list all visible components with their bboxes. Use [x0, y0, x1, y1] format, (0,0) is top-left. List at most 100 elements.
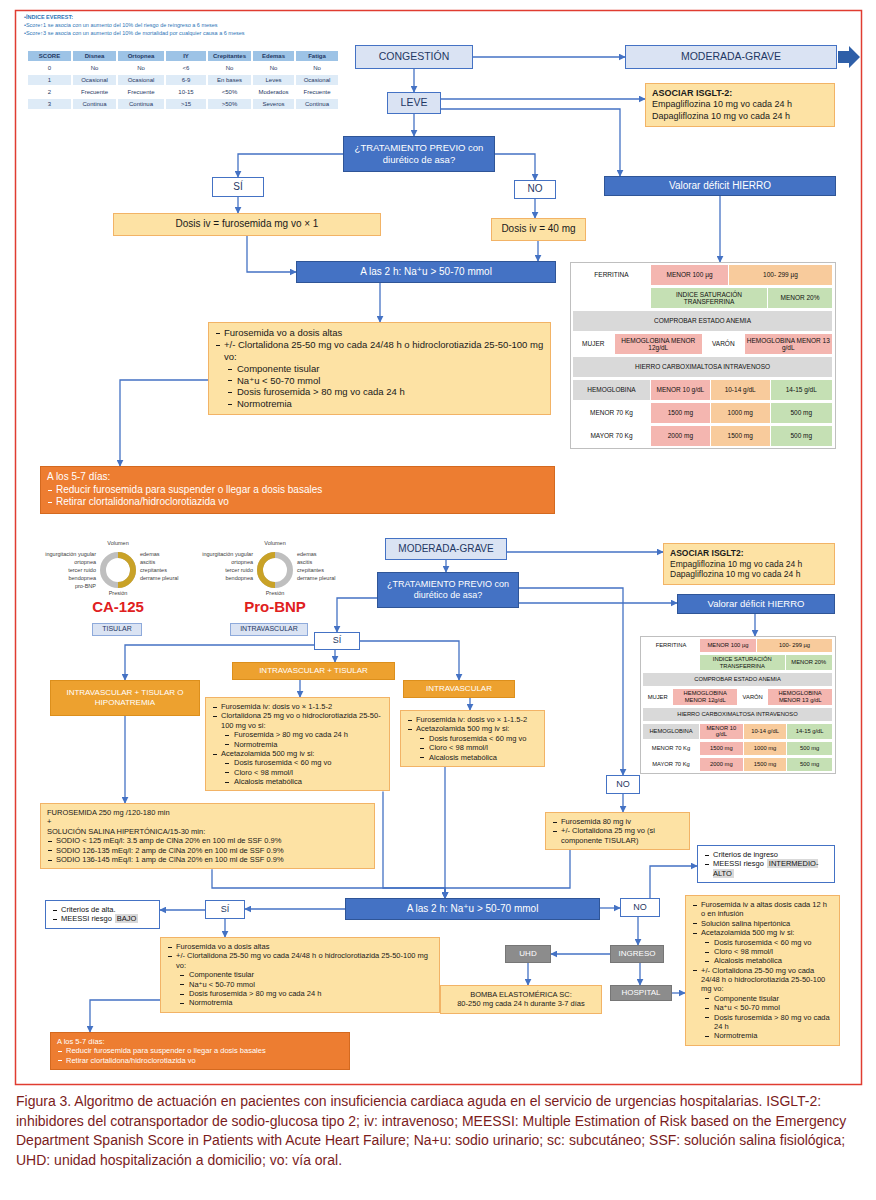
illustration-label: ascitis — [297, 559, 312, 566]
process-box: Criterios de ingresoMEESSI riesgoINTERME… — [697, 845, 835, 883]
table-cell: No — [117, 62, 165, 74]
process-box: INGRESO — [610, 945, 664, 963]
process-box: A los 5-7 días:Reducir furosemida para s… — [40, 466, 555, 514]
table-cell: 10-14 g/dL — [744, 724, 788, 739]
text-line: +/- Clortalidona 25-50 mg vo cada 24/48 … — [692, 966, 833, 994]
illustration-label: derrame pleural — [297, 575, 336, 582]
table-row: MAYOR 70 Kg2000 mg1500 mg500 mg — [643, 758, 833, 771]
node-text: CONGESTIÓN — [379, 50, 450, 62]
table-cell: En bases — [207, 74, 252, 86]
text-line: Furosemida 80 mg iv — [552, 817, 683, 826]
process-box: ASOCIAR ISGLT-2:Empagliflozina 10 mg vo … — [645, 83, 835, 127]
decision-box: Valorar déficit HIERRO — [677, 594, 835, 614]
node-text: SODIO 136-145 mEq/l: 1 amp de ClNa 20% e… — [56, 855, 284, 864]
figure-frame — [16, 11, 862, 1085]
connector — [469, 698, 470, 710]
connector — [600, 907, 620, 908]
process-box: Criterios de alta.MEESSI riesgoBAJO — [45, 900, 160, 929]
node-text: Componente tisular — [714, 994, 779, 1003]
table-cell: Ortopnea — [117, 50, 165, 62]
index-note: •Score↑1 se asocia con un aumento del 10… — [24, 22, 218, 29]
process-box: UHD — [505, 945, 551, 963]
table-cell: Moderados — [252, 86, 295, 98]
table-cell: 1500 mg — [700, 742, 744, 755]
node-text: +/- Clortalidona 25-50 mg vo cada 24/48 … — [176, 951, 428, 969]
decision-box: A las 2 h: Na⁺u > 50-70 mmol — [345, 898, 600, 920]
text-line: MODERADA-GRAVE — [390, 543, 502, 556]
connector — [495, 154, 535, 180]
text-line: Normotremia — [215, 398, 544, 410]
table-cell: Ocasional — [117, 74, 165, 86]
node-text: Acetazolamida 500 mg iv si: — [221, 749, 314, 758]
process-box: LEVE — [387, 92, 441, 114]
node-text: Normotremia — [237, 398, 292, 409]
node-text: A los 5-7 días: — [57, 1037, 105, 1046]
node-text: INTRAVASCULAR + TISULAR O HIPONATREMIA — [66, 688, 183, 707]
illustration-label: bendopnea — [225, 575, 253, 582]
table-cell: No — [252, 62, 295, 74]
text-line: ¿TRATAMIENTO PREVIO con diurético de asa… — [348, 142, 490, 166]
table-cell: HIERRO CARBOXIMALTOSA INTRAVENOSO — [643, 708, 833, 721]
node-text: BAJO — [115, 914, 139, 923]
text-line: Furosemida iv a altas dosis cada 12 h o … — [692, 900, 833, 919]
node-text: Reducir furosemida para suspender o lleg… — [66, 1046, 266, 1055]
text-line: Valorar déficit HIERRO — [609, 180, 831, 193]
node-text: SOLUCIÓN SALINA HIPERTÓNICA/15-30 min: — [47, 827, 205, 836]
table-row: HEMOGLOBINAMENOR 10 g/dL10-14 g/dL14-15 … — [573, 380, 833, 400]
iron-table: FERRITINAMENOR 100 µg100- 299 µgINDICE S… — [640, 636, 836, 774]
node-text: Dosis furosemida > 80 mg vo cada 24 h — [189, 989, 321, 998]
table-cell: HEMOGLOBINA — [643, 724, 700, 739]
text-line: TISULAR — [95, 625, 139, 634]
text-line: Componente tisular — [167, 970, 433, 979]
table-row: FERRITINAMENOR 100 µg100- 299 µg — [643, 639, 833, 652]
table-cell: Frecuente — [117, 86, 165, 98]
table-cell: 6-9 — [165, 74, 207, 86]
table-cell: HEMOGLOBINA MENOR 13 g/dL — [745, 334, 833, 354]
text-line: Acetazolamida 500 mg iv si: — [407, 724, 538, 733]
node-text: Furosemida iv: dosis vo × 1-1.5-2 — [416, 715, 527, 724]
table-cell: MENOR 100 µg — [651, 265, 729, 285]
node-text: Normotremia — [714, 1031, 757, 1040]
table-cell: 2000 mg — [700, 758, 744, 771]
node-text: Alcalosis metabólica — [429, 753, 497, 762]
text-line: +/- Clortalidona 25-50 mg vo cada 24/48 … — [215, 339, 544, 363]
text-line: SODIO 136-145 mEq/l: 1 amp de ClNa 20% e… — [47, 855, 368, 864]
table-cell: VARÓN — [738, 689, 768, 704]
text-line: BOMBA ELASTOMÉRICA SC: — [447, 990, 595, 999]
text-line: Dosis furosemida < 60 mg vo — [692, 938, 833, 947]
table-cell: MENOR 20% — [786, 655, 834, 670]
node-text: Cloro < 98 mmol/l — [234, 768, 293, 777]
table-cell — [643, 655, 700, 670]
process-box: TISULAR — [92, 623, 142, 636]
illustration-label: ascitis — [140, 559, 155, 566]
node-text: Dosis furosemida < 60 mg vo — [429, 734, 526, 743]
table-row: HEMOGLOBINAMENOR 10 g/dL10-14 g/dL14-15 … — [643, 724, 833, 739]
marker-label: CA-125 — [90, 598, 146, 616]
node-text: Retirar clortalidona/hidroclorotiazida v… — [56, 496, 229, 507]
table-cell: 0 — [27, 62, 72, 74]
illustration-label: tercer ruido — [68, 567, 96, 574]
table-cell: HEMOGLOBINA MENOR 12g/dL — [615, 334, 703, 354]
table-cell: MENOR 20% — [768, 288, 833, 308]
table-cell: >15 — [165, 98, 207, 110]
process-box: Furosemida iv: dosis vo × 1-1.5-2Clortal… — [205, 697, 390, 791]
node-text: MODERADA-GRAVE — [398, 543, 493, 554]
table-cell: 500 mg — [787, 742, 833, 755]
table-row: COMPROBAR ESTADO ANEMIA — [573, 311, 833, 331]
text-line: Furosemida iv: dosis vo × 1-1.5-2 — [212, 702, 383, 711]
marker-label: Pro-BNP — [242, 598, 308, 616]
text-line: Acetazolamida 500 mg iv si: — [212, 749, 383, 758]
node-text: Dosis iv = furosemida mg vo × 1 — [176, 218, 319, 229]
node-text: 80-250 mg cada 24 h durante 3-7 días — [457, 999, 585, 1008]
node-text: SÍ — [333, 635, 342, 645]
connector — [413, 114, 414, 136]
connector — [537, 241, 538, 262]
table-cell: MAYOR 70 Kg — [573, 426, 651, 446]
table-cell: Leves — [252, 74, 295, 86]
table-cell: 1000 mg — [744, 742, 788, 755]
table-row: HIERRO CARBOXIMALTOSA INTRAVENOSO — [643, 708, 833, 721]
table-cell: HEMOGLOBINA MENOR 12g/dL — [673, 689, 738, 704]
node-text: Valorar déficit HIERRO — [708, 598, 805, 609]
text-line: INTRAVASCULAR — [233, 625, 305, 634]
donut-arc — [260, 555, 275, 585]
